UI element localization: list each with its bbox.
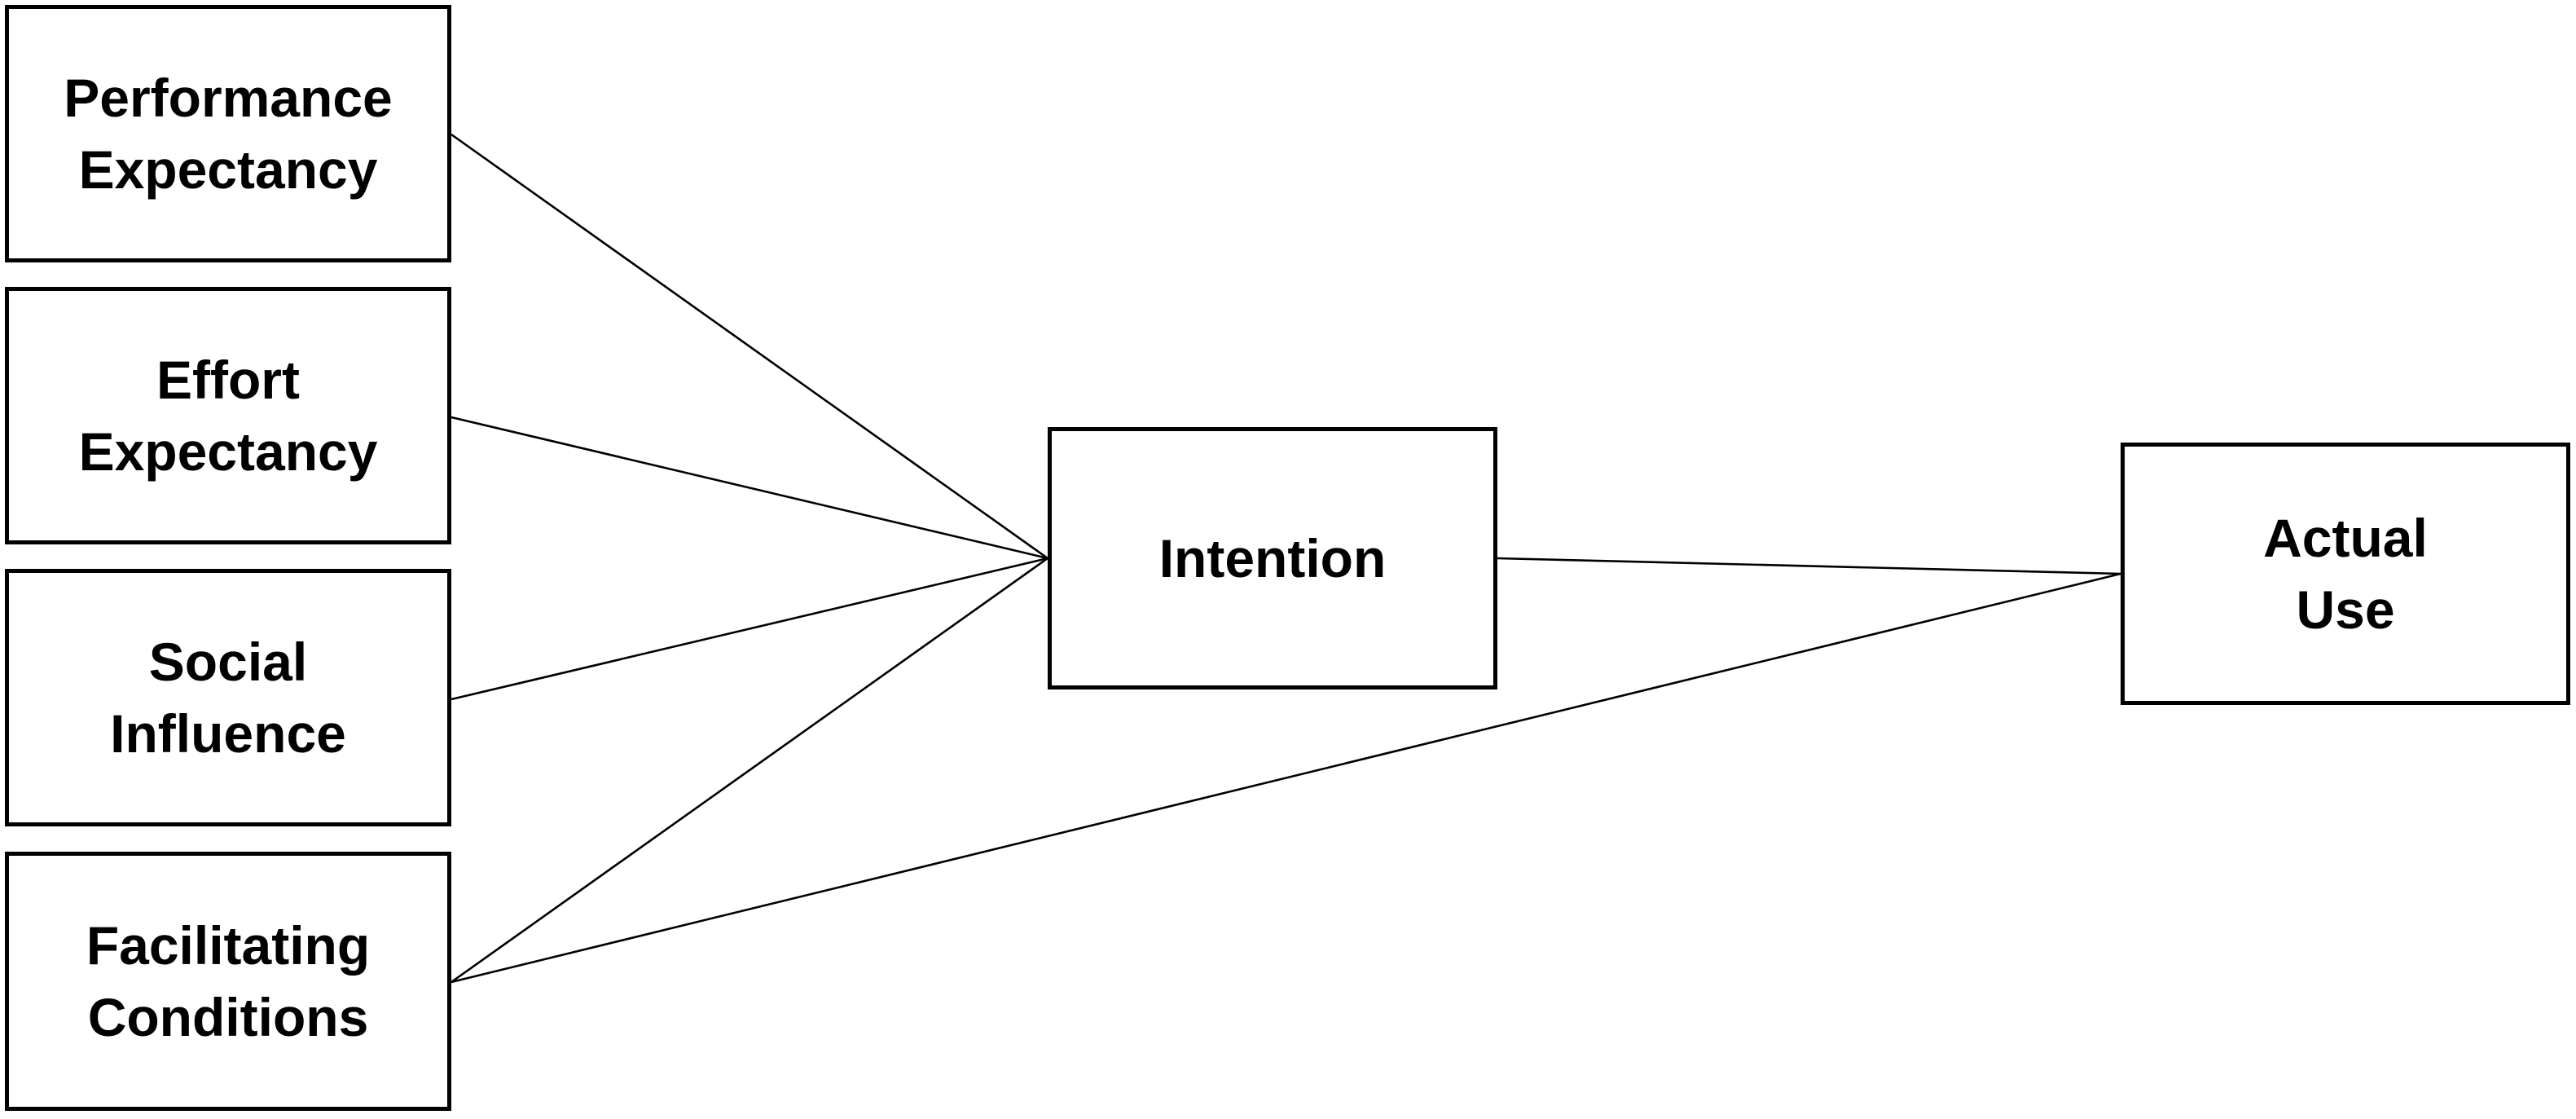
node-label-line: Conditions	[87, 987, 369, 1047]
node-label-line: Intention	[1158, 528, 1387, 588]
edge-facilitating-to-actual-use	[451, 572, 2121, 984]
node-facilitating-conditions: Facilitating Conditions	[5, 852, 451, 1111]
node-intention: Intention	[1048, 427, 1497, 689]
edge-social-to-intention	[451, 557, 1048, 701]
node-label-line: Social	[148, 632, 308, 692]
node-effort-expectancy: Effort Expectancy	[5, 287, 451, 544]
node-label-line: Expectancy	[78, 421, 378, 482]
edge-effort-to-intention	[451, 416, 1048, 560]
node-label-line: Expectancy	[78, 139, 378, 200]
edge-facilitating-to-intention	[451, 557, 1048, 984]
edge-intention-to-actual-use	[1497, 557, 2121, 575]
edge-performance-to-intention	[451, 133, 1048, 560]
node-performance-expectancy: Performance Expectancy	[5, 5, 451, 262]
node-label-line: Performance	[64, 68, 393, 128]
node-actual-use: Actual Use	[2121, 443, 2570, 705]
node-label-line: Effort	[156, 350, 300, 410]
node-social-influence: Social Influence	[5, 569, 451, 826]
node-label-line: Actual	[2263, 508, 2428, 568]
node-label-line: Use	[2296, 579, 2395, 640]
node-label-line: Influence	[110, 703, 346, 764]
node-label-line: Facilitating	[86, 915, 371, 976]
